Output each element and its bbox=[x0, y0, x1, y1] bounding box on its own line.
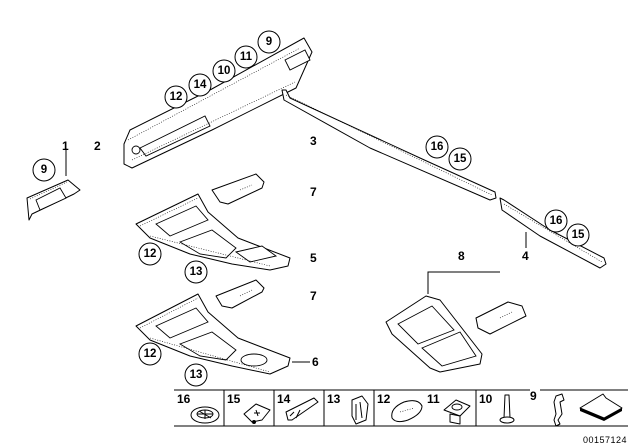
callout-9: 9 bbox=[266, 36, 272, 48]
callout-16: 16 bbox=[431, 141, 444, 153]
spring-clip-icon bbox=[351, 395, 369, 425]
tray-item-13[interactable]: 13 bbox=[327, 392, 369, 425]
part-2-dashboard-strip[interactable] bbox=[123, 37, 313, 169]
svg-text:16: 16 bbox=[177, 392, 191, 406]
part-7-cover-lower[interactable] bbox=[215, 279, 265, 309]
reference-number: 00157124 bbox=[583, 435, 627, 445]
expanding-nut-icon bbox=[443, 399, 471, 425]
callouts-part4: 16 15 bbox=[544, 209, 590, 247]
svg-text:12: 12 bbox=[377, 392, 391, 406]
callout-13: 13 bbox=[190, 369, 203, 381]
part-3-door-strip[interactable] bbox=[281, 89, 497, 201]
label-4: 4 bbox=[522, 249, 529, 263]
part-6-console-trim[interactable] bbox=[135, 293, 291, 375]
callout-12: 12 bbox=[170, 91, 183, 103]
tray-item-10[interactable]: 10 bbox=[479, 392, 515, 424]
tray-item-12[interactable]: 12 bbox=[377, 392, 423, 423]
svg-text:14: 14 bbox=[277, 392, 291, 406]
tray-item-14[interactable]: 14 bbox=[277, 392, 319, 421]
callouts-part3: 16 15 bbox=[425, 135, 472, 171]
tray-item-arrow bbox=[579, 393, 623, 421]
callouts-part6: 12 13 bbox=[138, 342, 208, 387]
label-1: 1 bbox=[62, 139, 69, 153]
svg-text:9: 9 bbox=[530, 389, 537, 403]
arrow-indicator-icon bbox=[579, 393, 623, 421]
callout-15: 15 bbox=[572, 229, 585, 241]
callout-9: 9 bbox=[41, 164, 47, 176]
part-7-cover-upper[interactable] bbox=[211, 173, 265, 205]
callout-13: 13 bbox=[190, 266, 203, 278]
callout-part1: 9 bbox=[32, 158, 56, 182]
callout-16: 16 bbox=[550, 215, 563, 227]
svg-text:11: 11 bbox=[427, 392, 440, 406]
tray-item-11[interactable]: 11 bbox=[427, 392, 471, 425]
round-clip-icon bbox=[190, 406, 220, 424]
callout-12: 12 bbox=[144, 348, 157, 360]
callouts-part5: 12 13 bbox=[138, 242, 208, 284]
label-8: 8 bbox=[458, 249, 465, 263]
label-2: 2 bbox=[94, 139, 101, 153]
svg-text:10: 10 bbox=[479, 392, 493, 406]
part-1-trim-piece[interactable] bbox=[26, 179, 81, 221]
label-6: 6 bbox=[312, 355, 319, 369]
callout-14: 14 bbox=[194, 79, 207, 91]
part-4-rear-strip[interactable] bbox=[499, 197, 607, 269]
adhesive-strip-icon bbox=[285, 397, 319, 421]
callout-11: 11 bbox=[240, 51, 253, 63]
retaining-clip-icon bbox=[553, 393, 565, 427]
tray-item-9[interactable]: 9 bbox=[530, 389, 565, 427]
square-clip-icon bbox=[243, 403, 271, 424]
svg-text:15: 15 bbox=[227, 392, 241, 406]
tray-item-16[interactable]: 16 bbox=[177, 392, 220, 424]
callout-15: 15 bbox=[454, 153, 467, 165]
tray-item-15[interactable]: 15 bbox=[227, 392, 271, 424]
callout-12: 12 bbox=[144, 248, 157, 260]
hardware-tray bbox=[174, 389, 628, 427]
callout-10: 10 bbox=[218, 65, 231, 77]
foam-pad-icon bbox=[391, 400, 423, 423]
part-8-rear-console[interactable] bbox=[385, 295, 527, 373]
callouts-part2: 12 14 10 11 9 bbox=[164, 30, 281, 109]
pin-icon bbox=[499, 394, 515, 424]
part-5-console-trim[interactable] bbox=[135, 193, 291, 271]
svg-text:13: 13 bbox=[327, 392, 341, 406]
label-3: 3 bbox=[310, 134, 317, 148]
label-7a: 7 bbox=[310, 185, 317, 199]
leader-8 bbox=[427, 271, 500, 294]
label-5: 5 bbox=[310, 251, 317, 265]
label-7b: 7 bbox=[310, 289, 317, 303]
